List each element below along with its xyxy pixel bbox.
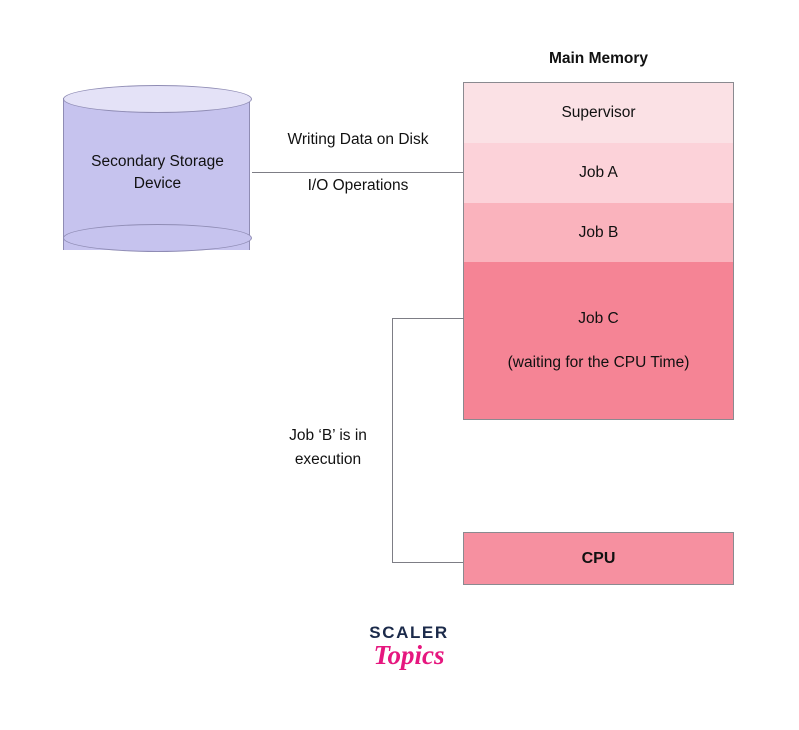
main-memory-block: Supervisor Job A Job B Job C (waiting fo… xyxy=(463,82,734,420)
memory-segment-job-b: Job B xyxy=(464,203,733,262)
cpu-block: CPU xyxy=(463,532,734,585)
memory-segment-job-c-label: Job C xyxy=(578,309,619,327)
job-b-execution-label-line1: Job ‘B’ is in xyxy=(289,427,367,444)
logo-topics-text: Topics xyxy=(373,640,445,670)
job-b-execution-label: Job ‘B’ is in execution xyxy=(248,424,408,472)
secondary-storage-label: Secondary Storage Device xyxy=(63,151,252,195)
secondary-storage-cylinder: Secondary Storage Device xyxy=(63,85,252,265)
job-b-execution-label-line2: execution xyxy=(294,451,362,468)
secondary-storage-label-line2: Device xyxy=(133,175,182,192)
cpu-bracket-bottom-line xyxy=(392,562,464,563)
memory-segment-job-a: Job A xyxy=(464,143,733,203)
scaler-topics-logo: SCALER Topics xyxy=(349,623,469,669)
storage-memory-connector-line xyxy=(252,172,464,173)
memory-segment-job-a-label: Job A xyxy=(579,164,618,181)
memory-segment-supervisor: Supervisor xyxy=(464,83,733,143)
memory-segment-supervisor-label: Supervisor xyxy=(561,104,636,121)
logo-scaler-text: SCALER xyxy=(369,623,449,642)
memory-segment-job-b-label: Job B xyxy=(578,223,619,241)
cylinder-top-ellipse xyxy=(63,85,252,113)
cpu-bracket-top-line xyxy=(392,318,464,319)
memory-segment-job-c-sublabel: (waiting for the CPU Time) xyxy=(507,353,690,371)
main-memory-title: Main Memory xyxy=(548,50,649,67)
io-operations-label: I/O Operations xyxy=(307,177,409,194)
cylinder-bottom-ellipse xyxy=(63,224,252,252)
writing-data-on-disk-label: Writing Data on Disk xyxy=(287,131,429,148)
cpu-bracket-vertical-line xyxy=(392,318,393,563)
memory-segment-job-c: Job C (waiting for the CPU Time) xyxy=(464,262,733,419)
secondary-storage-label-line1: Secondary Storage xyxy=(91,153,224,170)
cpu-label: CPU xyxy=(581,549,616,567)
